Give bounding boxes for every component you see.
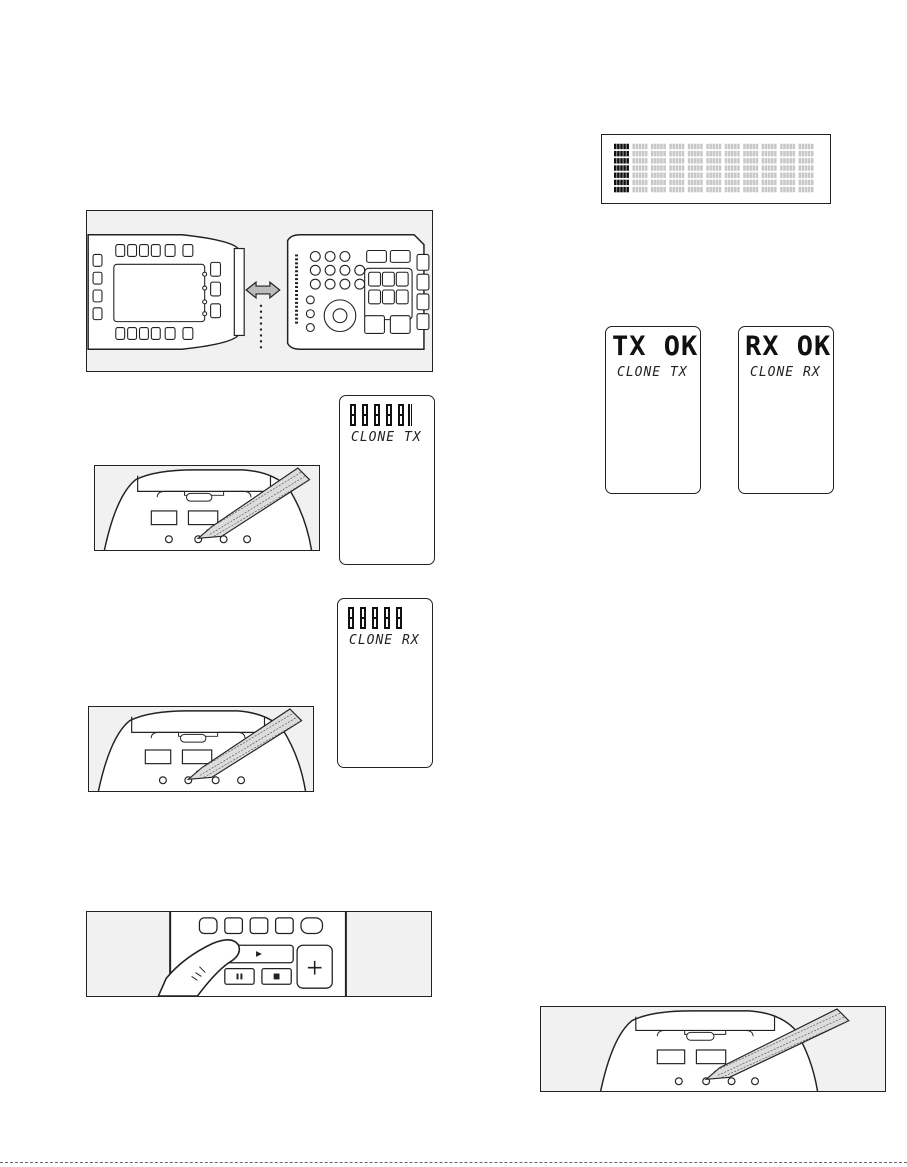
page-edge-line	[0, 1162, 907, 1163]
display-tx-ok: TX OK CLONE TX	[605, 326, 701, 494]
display-line-2: CLONE TX	[351, 430, 422, 445]
display-line-2: CLONE TX	[617, 365, 688, 380]
remotes-link-illustration	[86, 210, 433, 372]
display-clone-rx: CLONE RX	[337, 598, 433, 768]
display-line-1: RX OK	[745, 331, 831, 362]
stop-icon	[274, 974, 280, 980]
stylus-bottom-illustration	[540, 1006, 886, 1092]
finger-press-illustration	[86, 911, 432, 997]
display-line-1: TX OK	[612, 331, 698, 362]
segment-digits-icon	[350, 404, 412, 426]
stylus-rx-illustration	[88, 706, 314, 792]
display-line-2: CLONE RX	[750, 365, 821, 380]
display-clone-tx: CLONE TX	[339, 395, 435, 565]
display-line-2: CLONE RX	[349, 633, 420, 648]
display-rx-ok: RX OK CLONE RX	[738, 326, 834, 494]
double-arrow-icon	[246, 282, 280, 298]
dot-matrix-display	[601, 134, 831, 204]
stylus-tx-illustration	[94, 465, 320, 551]
segment-digits-icon	[348, 607, 410, 629]
